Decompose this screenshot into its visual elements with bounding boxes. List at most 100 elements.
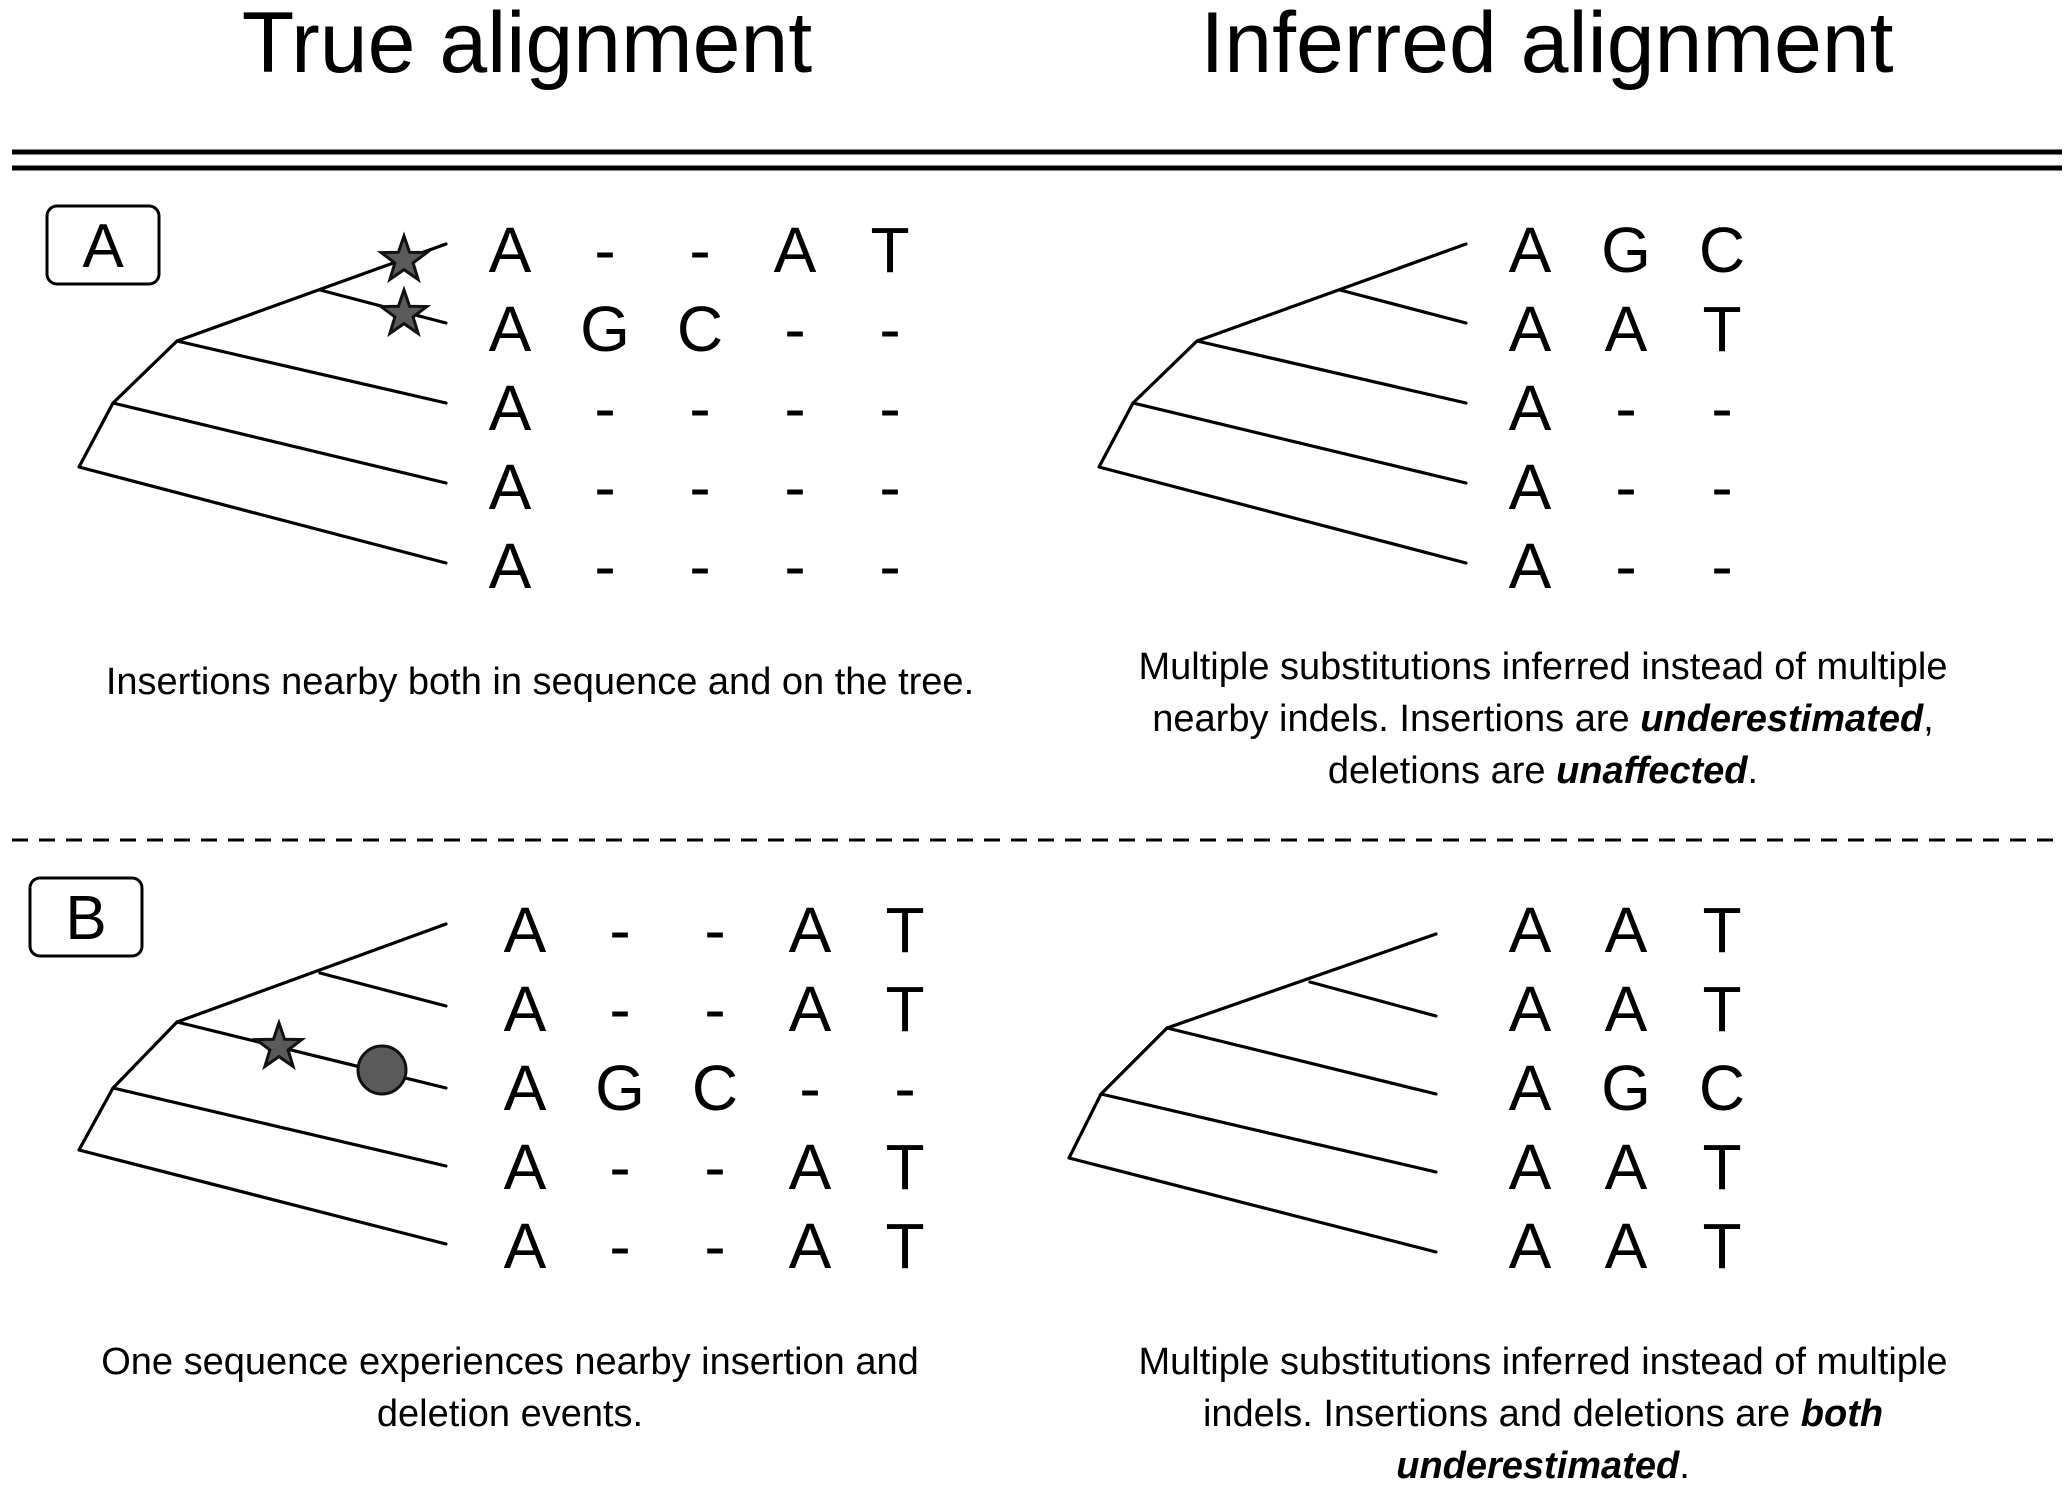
alignment-cell: -	[594, 530, 615, 602]
panel-b-inferred-tree	[1067, 932, 1438, 1254]
alignment-cell: -	[784, 293, 805, 365]
alignment-cell: A	[489, 451, 532, 523]
caption-text: Multiple substitutions inferred instead …	[1139, 646, 1948, 688]
caption-emphasis: unaffected	[1556, 750, 1748, 792]
caption-line: One sequence experiences nearby insertio…	[101, 1341, 919, 1383]
caption-line: Insertions nearby both in sequence and o…	[106, 661, 974, 703]
panel-b-label: B	[65, 884, 106, 953]
panel-a-left-caption: Insertions nearby both in sequence and o…	[106, 661, 974, 703]
caption-text: .	[1748, 750, 1759, 792]
alignment-cell: T	[870, 214, 909, 286]
caption-line: deletion events.	[377, 1393, 643, 1435]
alignment-cell: A	[789, 894, 832, 966]
panel-a-label-box	[45, 204, 161, 286]
alignment-cell: A	[1509, 293, 1552, 365]
panel-b-right-caption: Multiple substitutions inferred instead …	[1139, 1341, 1948, 1487]
header-inferred-alignment: Inferred alignment	[1200, 0, 1893, 91]
panel-a-label: A	[82, 212, 124, 281]
alignment-cell: -	[609, 1131, 630, 1203]
tree-branch	[111, 401, 448, 485]
alignment-cell: -	[689, 451, 710, 523]
alignment-cell: -	[704, 973, 725, 1045]
alignment-cell: -	[594, 372, 615, 444]
tree-branch	[1131, 401, 1468, 485]
alignment-cell: A	[1509, 973, 1552, 1045]
alignment-cell: A	[1605, 1131, 1648, 1203]
alignment-cell: A	[774, 214, 817, 286]
deletion-circle-icon	[356, 1044, 408, 1096]
alignment-cell: A	[1509, 530, 1552, 602]
alignment-cell: -	[1615, 451, 1636, 523]
alignment-cell: -	[594, 451, 615, 523]
alignment-cell: -	[879, 530, 900, 602]
alignment-cell: A	[504, 973, 547, 1045]
alignment-cell: C	[1699, 1052, 1745, 1124]
alignment-cell: -	[879, 293, 900, 365]
alignment-cell: -	[689, 372, 710, 444]
tree-branch	[1308, 980, 1438, 1018]
alignment-cell: A	[489, 372, 532, 444]
alignment-cell: T	[1702, 1210, 1741, 1282]
panel-a-inferred-tree	[1097, 242, 1468, 565]
alignment-cell: A	[1605, 293, 1648, 365]
alignment-cell: A	[489, 530, 532, 602]
alignment-cell: A	[504, 1210, 547, 1282]
tree-branch	[111, 1086, 448, 1168]
caption-text: indels. Insertions and deletions are	[1203, 1393, 1801, 1435]
caption-text: nearby indels. Insertions are	[1152, 698, 1640, 740]
alignment-cell: A	[1605, 973, 1648, 1045]
alignment-cell: A	[504, 1131, 547, 1203]
alignment-cell: -	[704, 1131, 725, 1203]
alignment-cell: -	[784, 372, 805, 444]
caption-emphasis: underestimated	[1396, 1445, 1680, 1487]
alignment-cell: -	[609, 894, 630, 966]
alignment-cell: T	[885, 1210, 924, 1282]
alignment-cell: -	[1615, 372, 1636, 444]
tree-branch	[1165, 1026, 1438, 1096]
alignment-cell: -	[879, 451, 900, 523]
alignment-cell: T	[1702, 894, 1741, 966]
alignment-cell: A	[504, 894, 547, 966]
alignment-cell: -	[594, 214, 615, 286]
tree-branch	[1195, 339, 1468, 405]
alignment-cell: -	[894, 1052, 915, 1124]
alignment-cell: A	[789, 1131, 832, 1203]
alignment-cell: A	[1509, 451, 1552, 523]
alignment-cell: A	[1509, 1131, 1552, 1203]
alignment-cell: A	[489, 293, 532, 365]
caption-text: ,	[1923, 698, 1934, 740]
panel-b-left-caption: One sequence experiences nearby insertio…	[101, 1341, 919, 1435]
alignment-cell: -	[609, 973, 630, 1045]
alignment-cell: -	[799, 1052, 820, 1124]
alignment-cell: A	[789, 1210, 832, 1282]
caption-emphasis: underestimated	[1640, 698, 1924, 740]
panel-a-true-tree	[77, 231, 448, 565]
insertion-star-icon	[376, 231, 432, 284]
alignment-cell: -	[689, 530, 710, 602]
tree-backbone	[1067, 932, 1438, 1254]
tree-backbone	[77, 242, 448, 565]
alignment-cell: T	[885, 894, 924, 966]
tree-branch	[1338, 288, 1468, 325]
alignment-cell: -	[704, 894, 725, 966]
alignment-cell: T	[885, 1131, 924, 1203]
alignment-cell: A	[1509, 894, 1552, 966]
alignment-cell: -	[609, 1210, 630, 1282]
alignment-cell: -	[879, 372, 900, 444]
alignment-cell: A	[1509, 1210, 1552, 1282]
alignment-cell: A	[789, 973, 832, 1045]
tree-branch	[1099, 1092, 1438, 1174]
alignment-cell: -	[1711, 372, 1732, 444]
caption-text: Multiple substitutions inferred instead …	[1139, 1341, 1948, 1383]
tree-backbone	[1097, 242, 1468, 565]
alignment-cell: -	[1711, 451, 1732, 523]
alignment-cell: -	[1711, 530, 1732, 602]
alignment-cell: T	[1702, 293, 1741, 365]
alignment-cell: C	[1699, 214, 1745, 286]
alignment-cell: C	[692, 1052, 738, 1124]
